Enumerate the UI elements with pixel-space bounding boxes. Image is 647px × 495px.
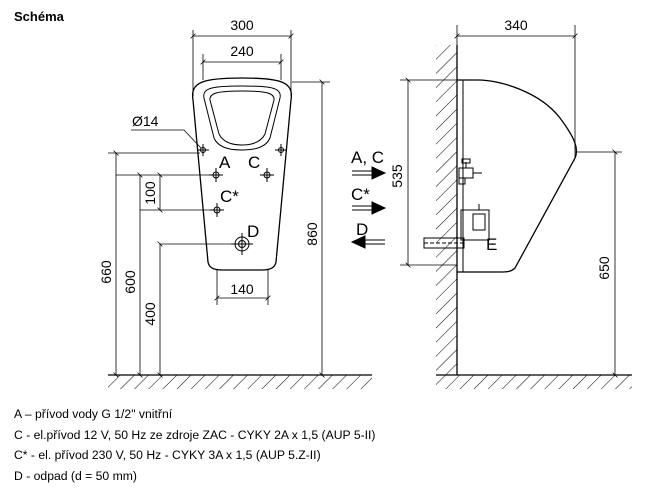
urinal-side-outline bbox=[457, 79, 578, 273]
front-view bbox=[108, 30, 372, 389]
side-valve bbox=[458, 167, 474, 179]
page-title: Schéma bbox=[14, 9, 64, 24]
legend-item-c: C - el.přívod 12 V, 50 Hz ze zdroje ZAC … bbox=[14, 427, 376, 442]
side-floor-hatch bbox=[436, 375, 632, 389]
dim-340-label: 340 bbox=[504, 17, 528, 33]
arrow-ac-label: A, C bbox=[351, 148, 384, 167]
label-d: D bbox=[247, 222, 259, 241]
label-c-star: C* bbox=[220, 187, 239, 206]
label-e: E bbox=[486, 235, 497, 254]
dim-860-label: 860 bbox=[304, 222, 320, 246]
arrow-c-star-label: C* bbox=[351, 185, 370, 204]
label-c: C bbox=[248, 153, 260, 172]
front-floor-hatch bbox=[108, 375, 372, 389]
legend-item-c-star: C* - el. přívod 230 V, 50 Hz - CYKY 3A x… bbox=[14, 448, 321, 462]
side-view bbox=[400, 25, 632, 389]
urinal-bowl-inner bbox=[209, 90, 275, 146]
side-box-e bbox=[460, 209, 490, 241]
dim-600-label: 600 bbox=[122, 270, 138, 294]
dim-240-label: 240 bbox=[230, 43, 254, 59]
dim-100-label: 100 bbox=[142, 181, 158, 205]
label-a: A bbox=[219, 153, 231, 172]
urinal-bowl bbox=[203, 85, 281, 151]
wall-hatch bbox=[436, 45, 457, 375]
urinal-front-outline bbox=[191, 77, 293, 271]
dim-140-label: 140 bbox=[230, 281, 254, 297]
connection-arrows bbox=[350, 166, 387, 249]
dim-hole-label: Ø14 bbox=[132, 113, 159, 129]
dim-650-label: 650 bbox=[596, 256, 612, 280]
arrow-d-label: D bbox=[356, 220, 368, 239]
dim-300-label: 300 bbox=[230, 17, 254, 33]
dim-400-label: 400 bbox=[142, 302, 158, 326]
dim-535-label: 535 bbox=[389, 164, 405, 188]
legend-item-a: A – přívod vody G 1/2" vnitřní bbox=[14, 407, 173, 421]
legend-item-d: D - odpad (d = 50 mm) bbox=[14, 468, 137, 483]
dim-660-label: 660 bbox=[98, 260, 114, 284]
legend: A – přívod vody G 1/2" vnitřní C - el.př… bbox=[14, 404, 376, 486]
technical-drawing: 300 240 Ø14 140 860 660 600 100 400 A C … bbox=[98, 17, 632, 389]
